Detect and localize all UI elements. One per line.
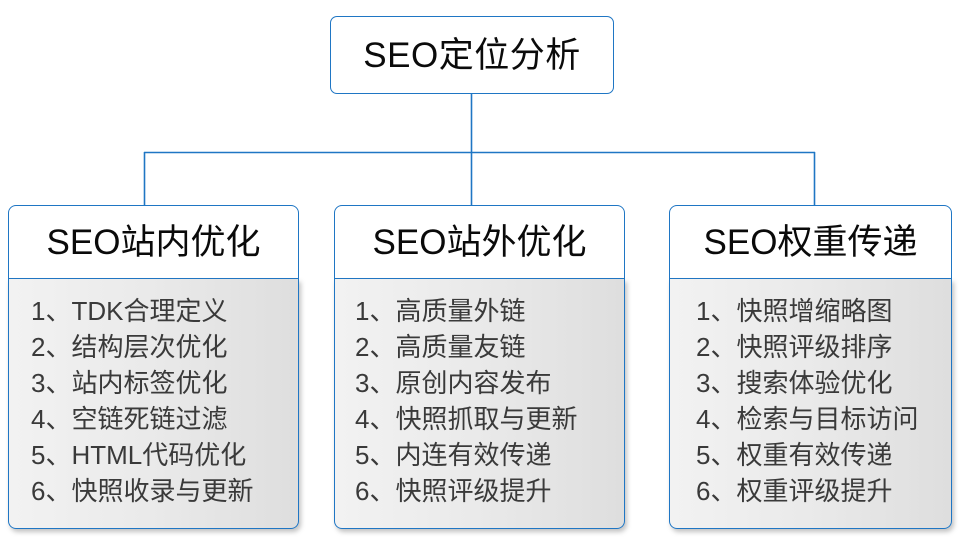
column-seo-weight-transfer: SEO权重传递 1、 快照增缩略图 2、 快照评级排序 3、 搜索体验优化 4、: [669, 205, 952, 529]
list-item: 1、 快照增缩略图: [696, 293, 951, 329]
list-item-index: 3、: [696, 368, 737, 398]
list-item: 4、 空链死链过滤: [31, 401, 298, 437]
item-list-1: 1、 高质量外链 2、 高质量友链 3、 原创内容发布 4、 快照抓取与更新 5…: [335, 293, 624, 509]
list-item: 5、 内连有效传递: [355, 437, 624, 473]
list-item: 3、 搜索体验优化: [696, 365, 951, 401]
list-item-label: 快照收录与更新: [71, 476, 254, 506]
list-item: 3、 站内标签优化: [31, 365, 298, 401]
list-item-label: 高质量友链: [395, 332, 526, 362]
column-header-0[interactable]: SEO站内优化: [8, 205, 299, 279]
column-header-label-1: SEO站外优化: [372, 222, 587, 262]
column-seo-offsite: SEO站外优化 1、 高质量外链 2、 高质量友链 3、 原创内容发布 4、 快: [334, 205, 625, 529]
list-item-label: HTML代码优化: [71, 440, 247, 470]
list-item-label: 内连有效传递: [395, 440, 552, 470]
list-item: 1、 高质量外链: [355, 293, 624, 329]
list-item: 6、 快照收录与更新: [31, 473, 298, 509]
list-item-index: 2、: [355, 332, 396, 362]
list-item-index: 2、: [31, 332, 72, 362]
list-item-index: 5、: [355, 440, 396, 470]
list-item-label: 高质量外链: [395, 296, 526, 326]
column-header-2[interactable]: SEO权重传递: [669, 205, 952, 279]
list-item-label: TDK合理定义: [71, 296, 228, 326]
list-item-index: 1、: [696, 296, 737, 326]
column-body-0: 1、 TDK合理定义 2、 结构层次优化 3、 站内标签优化 4、 空链死链过滤…: [8, 279, 299, 529]
list-item-index: 3、: [31, 368, 72, 398]
column-header-1[interactable]: SEO站外优化: [334, 205, 625, 279]
item-list-0: 1、 TDK合理定义 2、 结构层次优化 3、 站内标签优化 4、 空链死链过滤…: [9, 293, 298, 509]
list-item-label: 空链死链过滤: [71, 404, 228, 434]
list-item-index: 4、: [696, 404, 737, 434]
column-seo-onsite: SEO站内优化 1、 TDK合理定义 2、 结构层次优化 3、 站内标签优化 4…: [8, 205, 299, 529]
list-item-label: 搜索体验优化: [736, 368, 893, 398]
list-item-index: 4、: [31, 404, 72, 434]
list-item: 5、 HTML代码优化: [31, 437, 298, 473]
list-item-index: 2、: [696, 332, 737, 362]
list-item: 5、 权重有效传递: [696, 437, 951, 473]
list-item-label: 快照抓取与更新: [395, 404, 578, 434]
list-item: 2、 高质量友链: [355, 329, 624, 365]
list-item-label: 权重有效传递: [736, 440, 893, 470]
column-body-2: 1、 快照增缩略图 2、 快照评级排序 3、 搜索体验优化 4、 检索与目标访问…: [669, 279, 952, 529]
list-item-index: 5、: [696, 440, 737, 470]
column-header-label-2: SEO权重传递: [703, 222, 918, 262]
list-item: 2、 结构层次优化: [31, 329, 298, 365]
list-item-index: 1、: [31, 296, 72, 326]
item-list-2: 1、 快照增缩略图 2、 快照评级排序 3、 搜索体验优化 4、 检索与目标访问…: [670, 293, 951, 509]
list-item-label: 站内标签优化: [71, 368, 228, 398]
list-item-label: 结构层次优化: [71, 332, 228, 362]
list-item-index: 6、: [31, 476, 72, 506]
list-item: 2、 快照评级排序: [696, 329, 951, 365]
list-item-label: 权重评级提升: [736, 476, 893, 506]
list-item: 6、 权重评级提升: [696, 473, 951, 509]
list-item: 3、 原创内容发布: [355, 365, 624, 401]
list-item-index: 4、: [355, 404, 396, 434]
list-item: 4、 检索与目标访问: [696, 401, 951, 437]
list-item-label: 快照评级提升: [395, 476, 552, 506]
list-item-label: 检索与目标访问: [736, 404, 919, 434]
list-item-label: 快照增缩略图: [736, 296, 893, 326]
list-item: 1、 TDK合理定义: [31, 293, 298, 329]
list-item-index: 3、: [355, 368, 396, 398]
root-node[interactable]: SEO定位分析: [330, 16, 614, 94]
list-item-label: 快照评级排序: [736, 332, 893, 362]
column-header-label-0: SEO站内优化: [46, 222, 261, 262]
list-item-index: 6、: [696, 476, 737, 506]
list-item: 6、 快照评级提升: [355, 473, 624, 509]
column-body-1: 1、 高质量外链 2、 高质量友链 3、 原创内容发布 4、 快照抓取与更新 5…: [334, 279, 625, 529]
list-item-label: 原创内容发布: [395, 368, 552, 398]
list-item-index: 1、: [355, 296, 396, 326]
list-item-index: 6、: [355, 476, 396, 506]
root-node-label: SEO定位分析: [363, 35, 581, 75]
list-item: 4、 快照抓取与更新: [355, 401, 624, 437]
list-item-index: 5、: [31, 440, 72, 470]
